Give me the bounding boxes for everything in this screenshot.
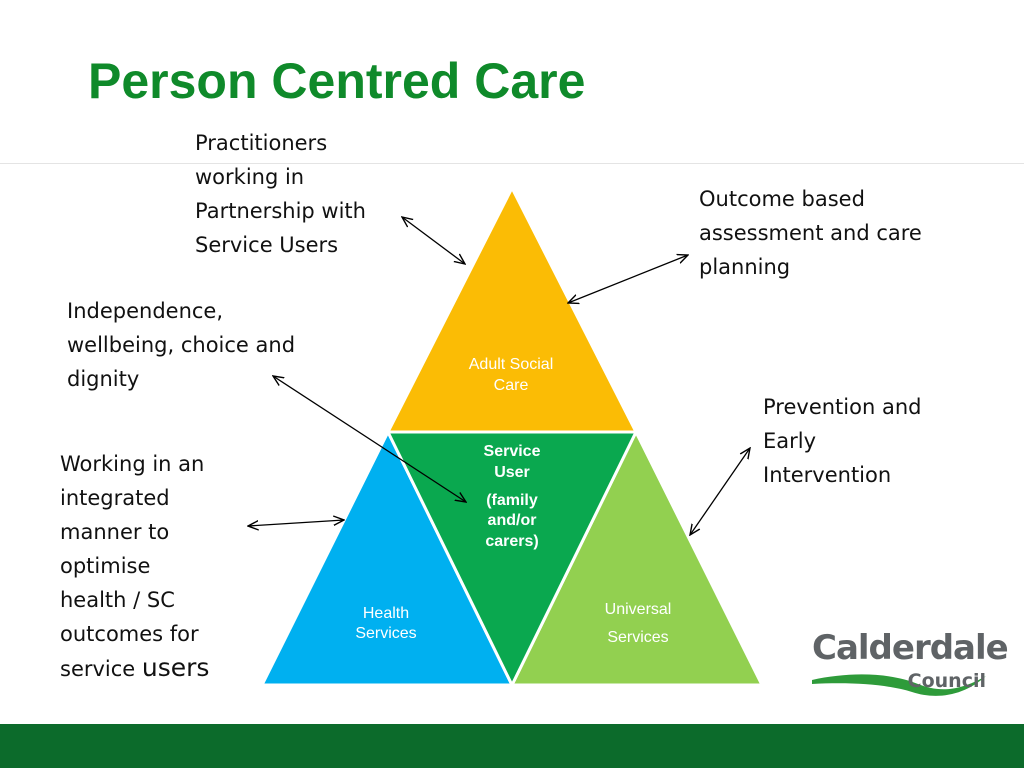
practitioners-label: Practitioners working in Partnership wit… [195, 126, 366, 262]
universal-services-label-1: Universal [605, 601, 672, 618]
integrated-line-4: optimise [60, 554, 151, 578]
service-user-label-3: (family [486, 492, 538, 509]
slide-title: Person Centred Care [88, 53, 586, 109]
integrated-line-7-small: service [60, 657, 142, 681]
adult-social-care-label-1: Adult Social [469, 356, 554, 373]
integrated-line-2: integrated [60, 486, 170, 510]
health-services-label-1: Health [363, 605, 409, 622]
arrow-outcome [568, 255, 688, 303]
integrated-line-7-big: users [141, 653, 210, 682]
prevention-line-1: Prevention and [763, 395, 922, 419]
independence-line-3: dignity [67, 367, 140, 391]
outcome-line-1: Outcome based [699, 187, 865, 211]
logo-sub: Council [907, 670, 986, 692]
prevention-label: Prevention and Early Intervention [763, 390, 921, 492]
arrow-integrated [248, 520, 344, 526]
logo-name: Calderdale [812, 628, 1009, 668]
adult-social-care-triangle [385, 184, 639, 434]
divider-line [0, 163, 1024, 164]
arrow-prevention [690, 448, 750, 535]
independence-line-2: wellbeing, choice and [67, 333, 296, 357]
practitioners-line-3: Partnership with [195, 199, 366, 223]
practitioners-line-2: working in [195, 165, 305, 189]
service-user-label-4: and/or [488, 512, 537, 529]
integrated-line-3: manner to [60, 520, 170, 544]
service-user-label-2: User [494, 464, 530, 481]
independence-label: Independence, wellbeing, choice and dign… [67, 294, 295, 396]
prevention-line-2: Early [763, 429, 817, 453]
practitioners-line-4: Service Users [195, 233, 339, 257]
service-user-label-5: carers) [485, 533, 538, 550]
arrow-practitioners [402, 217, 465, 264]
independence-line-1: Independence, [67, 299, 224, 323]
calderdale-council-logo: Calderdale Council [808, 628, 1009, 706]
prevention-line-3: Intervention [763, 463, 892, 487]
logo-swoosh [812, 674, 986, 696]
service-user-label-1: Service [484, 443, 541, 460]
integrated-line-1: Working in an [60, 452, 205, 476]
universal-services-label-2: Services [607, 629, 668, 646]
practitioners-line-1: Practitioners [195, 131, 328, 155]
footer-bar [0, 724, 1024, 768]
integrated-line-7: service users [60, 651, 209, 686]
integrated-line-5: health / SC [60, 588, 175, 612]
integrated-label: Working in an integrated manner to optim… [60, 447, 209, 686]
outcome-line-2: assessment and care [699, 221, 922, 245]
outcome-line-3: planning [699, 255, 791, 279]
outcome-label: Outcome based assessment and care planni… [699, 182, 922, 284]
adult-social-care-label-2: Care [494, 377, 529, 394]
integrated-line-6: outcomes for [60, 622, 199, 646]
health-services-label-2: Services [355, 625, 416, 642]
arrow-independence [273, 376, 466, 502]
